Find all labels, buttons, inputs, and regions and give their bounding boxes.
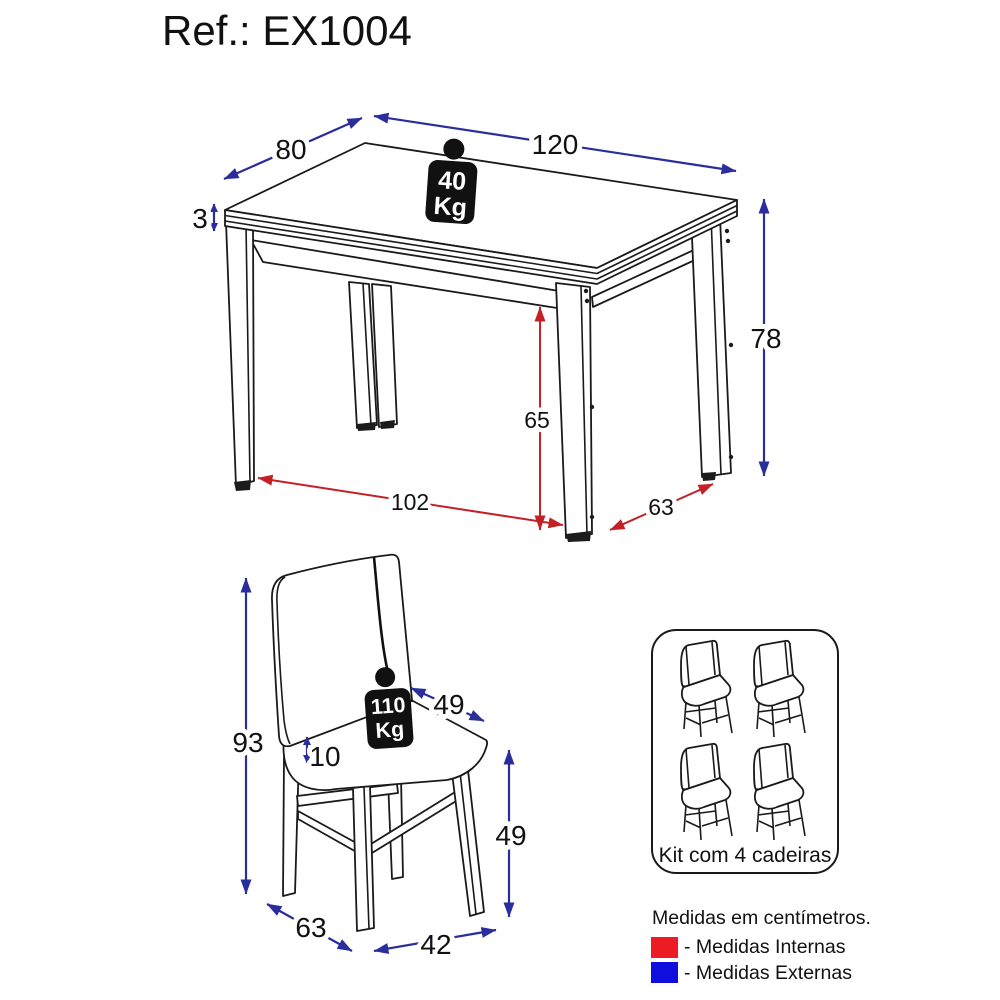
chair-seat-depth-label: 49 bbox=[433, 689, 464, 720]
weight-ball-icon bbox=[375, 667, 396, 688]
legend-external-label: - Medidas Externas bbox=[684, 962, 852, 984]
table-width-arrow bbox=[373, 112, 737, 175]
kit-box-border bbox=[651, 629, 839, 874]
chair-height-label: 93 bbox=[232, 727, 263, 758]
table-weight-unit: Kg bbox=[433, 192, 468, 222]
table-top-thickness-label: 3 bbox=[192, 203, 208, 234]
chair-base-depth-arrow bbox=[266, 903, 353, 952]
table-drawing bbox=[224, 142, 738, 542]
chair-base-width-arrow bbox=[373, 927, 497, 954]
table-depth-label: 80 bbox=[275, 134, 306, 165]
internal-dimensions: 65 102 63 bbox=[257, 306, 714, 531]
table-inner-width-label: 102 bbox=[391, 489, 429, 515]
chair-weight-unit: Kg bbox=[375, 717, 405, 743]
chair-base-depth-label: 63 bbox=[295, 912, 326, 943]
kit-label: Kit com 4 cadeiras bbox=[659, 844, 832, 867]
legend-title: Medidas em centímetros. bbox=[652, 907, 871, 929]
kit-box: Kit com 4 cadeiras bbox=[651, 629, 839, 874]
external-color-swatch bbox=[651, 962, 678, 983]
table-weight-badge: 40 Kg bbox=[425, 138, 478, 225]
page-title: Ref.: EX1004 bbox=[162, 7, 412, 54]
legend: Medidas em centímetros. - Medidas Intern… bbox=[651, 907, 871, 984]
external-dimensions: 80 120 3 78 93 49 10 49 63 42 bbox=[187, 112, 787, 965]
chair-weight-value: 110 bbox=[370, 693, 406, 719]
chair-seat-height-label: 49 bbox=[495, 820, 526, 851]
internal-color-swatch bbox=[651, 937, 678, 958]
table-inner-height-label: 65 bbox=[524, 407, 550, 433]
table-depth-arrow bbox=[223, 116, 363, 181]
chair-weight-badge: 110 Kg bbox=[364, 667, 414, 749]
legend-internal-label: - Medidas Internas bbox=[684, 936, 846, 958]
table-width-label: 120 bbox=[532, 129, 579, 160]
chair-seat-thickness-label: 10 bbox=[309, 741, 340, 772]
table-inner-width-arrow bbox=[257, 474, 564, 529]
chair-seat-depth-arrow bbox=[410, 686, 485, 723]
table-inner-depth-arrow bbox=[609, 483, 714, 531]
screw-dots bbox=[583, 228, 734, 520]
chair-base-width-label: 42 bbox=[420, 929, 451, 960]
weight-plate-icon bbox=[425, 160, 478, 225]
table-height-label: 78 bbox=[750, 323, 781, 354]
weight-plate-icon bbox=[364, 688, 414, 749]
table-inner-depth-label: 63 bbox=[648, 494, 674, 520]
